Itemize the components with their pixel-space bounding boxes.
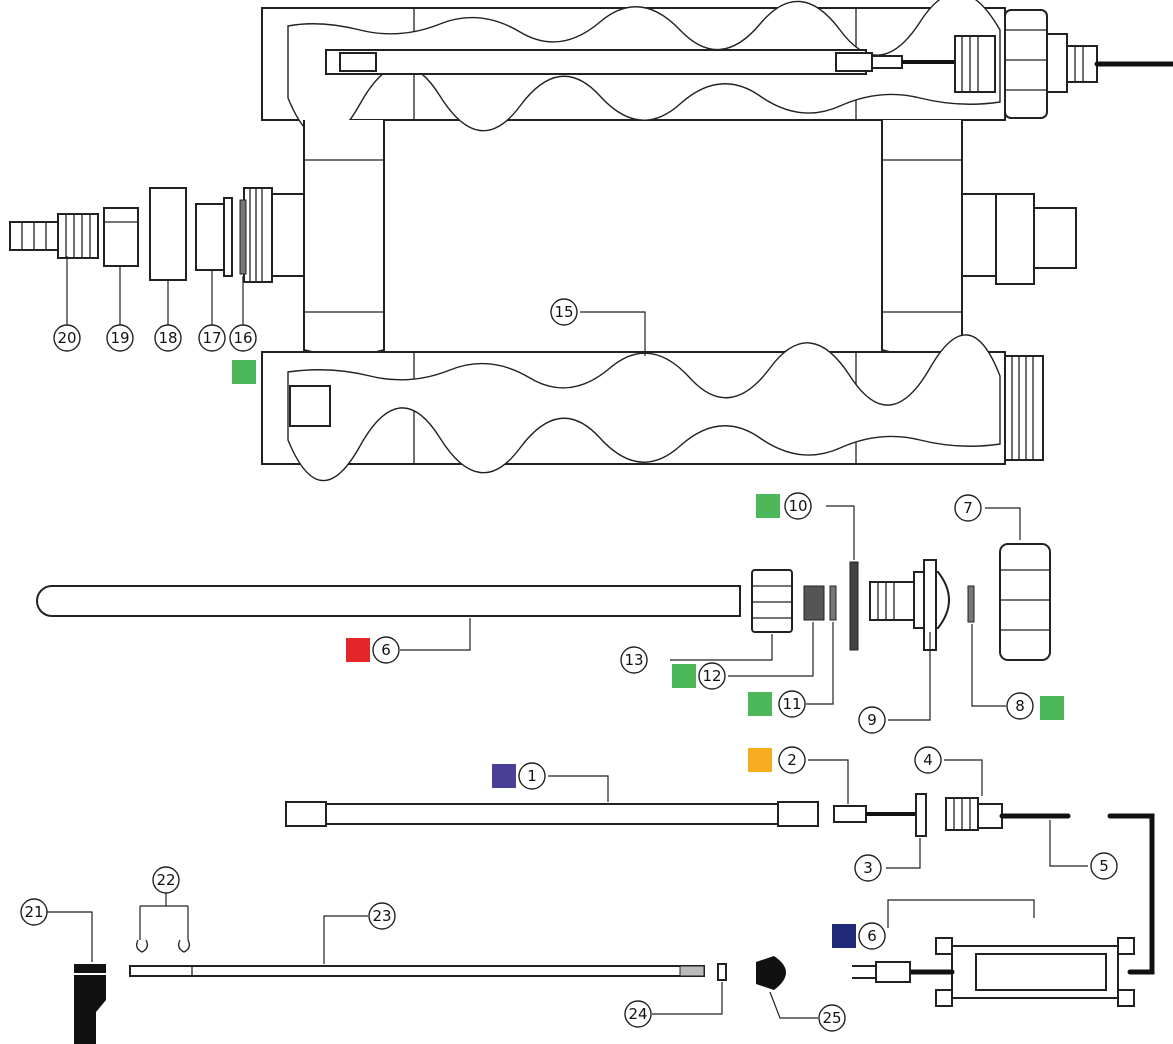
callout-c13: 13 xyxy=(620,646,648,674)
callout-c25: 25 xyxy=(818,1004,846,1032)
callout-c6b: 6 xyxy=(858,922,886,950)
lower-chamber xyxy=(261,334,1044,482)
callout-circle xyxy=(372,636,400,664)
callout-number: 16 xyxy=(233,329,252,347)
callout-number: 11 xyxy=(782,695,801,713)
navy-marker xyxy=(832,924,856,948)
callout-circle xyxy=(518,762,546,790)
callout-circle xyxy=(368,902,396,930)
callout-number: 22 xyxy=(156,871,175,889)
callout-circle xyxy=(698,662,726,690)
callout-number: 2 xyxy=(787,751,797,769)
callout-number: 7 xyxy=(963,499,973,517)
callout-c6a: 6 xyxy=(372,636,400,664)
callout-number: 21 xyxy=(24,903,43,921)
callout-number: 18 xyxy=(158,329,177,347)
callout-number: 10 xyxy=(788,497,807,515)
purple-marker xyxy=(492,764,516,788)
tools xyxy=(74,939,786,1044)
callout-c7: 7 xyxy=(954,494,982,522)
callout-number: 3 xyxy=(863,859,873,877)
green-marker xyxy=(1040,696,1064,720)
callout-circle xyxy=(778,746,806,774)
callout-number: 6 xyxy=(381,641,391,659)
quartz-sleeve xyxy=(36,585,741,617)
callout-c1: 1 xyxy=(518,762,546,790)
callout-number: 19 xyxy=(110,329,129,347)
callout-c23: 23 xyxy=(368,902,396,930)
callout-number: 4 xyxy=(923,751,933,769)
callout-circle xyxy=(106,324,134,352)
callout-c24: 24 xyxy=(624,1000,652,1028)
callout-c11: 11 xyxy=(778,690,806,718)
leader-lines xyxy=(34,256,1088,1019)
orange-marker xyxy=(748,748,772,772)
ballast xyxy=(852,937,1135,1007)
green-marker xyxy=(672,664,696,688)
callout-c5: 5 xyxy=(1090,852,1118,880)
callout-c22: 22 xyxy=(152,866,180,894)
callout-c2: 2 xyxy=(778,746,806,774)
callout-c19: 19 xyxy=(106,324,134,352)
callout-circle xyxy=(229,324,257,352)
callout-c18: 18 xyxy=(154,324,182,352)
callout-number: 12 xyxy=(702,667,721,685)
callout-circle xyxy=(954,494,982,522)
callout-c17: 17 xyxy=(198,324,226,352)
riser-left xyxy=(243,120,385,357)
callout-number: 8 xyxy=(1015,697,1025,715)
callout-c8: 8 xyxy=(1006,692,1034,720)
callout-circle xyxy=(858,922,886,950)
inlet-parts xyxy=(9,187,247,281)
callout-number: 25 xyxy=(822,1009,841,1027)
green-marker xyxy=(748,692,772,716)
uv-lamp-assembly xyxy=(285,793,1155,975)
callout-c15: 15 xyxy=(550,298,578,326)
callout-number: 20 xyxy=(57,329,76,347)
callout-circle xyxy=(198,324,226,352)
callout-c16: 16 xyxy=(229,324,257,352)
callout-c10: 10 xyxy=(784,492,812,520)
callout-number: 17 xyxy=(202,329,221,347)
callout-number: 5 xyxy=(1099,857,1109,875)
callout-number: 6 xyxy=(867,927,877,945)
callout-number: 9 xyxy=(867,711,877,729)
callout-circle xyxy=(550,298,578,326)
callout-number: 23 xyxy=(372,907,391,925)
riser-right xyxy=(881,120,1077,357)
callout-circle xyxy=(914,746,942,774)
seal-stack xyxy=(751,543,1051,661)
callout-c3: 3 xyxy=(854,854,882,882)
callout-c21: 21 xyxy=(20,898,48,926)
callout-c12: 12 xyxy=(698,662,726,690)
callout-number: 1 xyxy=(527,767,537,785)
callout-circle xyxy=(778,690,806,718)
callout-circle xyxy=(624,1000,652,1028)
green-marker xyxy=(756,494,780,518)
callout-circle xyxy=(20,898,48,926)
callout-circle xyxy=(784,492,812,520)
callout-circle xyxy=(154,324,182,352)
callout-c20: 20 xyxy=(53,324,81,352)
red-marker xyxy=(346,638,370,662)
callout-circle xyxy=(53,324,81,352)
callout-number: 15 xyxy=(554,303,573,321)
callout-c4: 4 xyxy=(914,746,942,774)
callout-number: 24 xyxy=(628,1005,647,1023)
upper-chamber xyxy=(261,0,1173,140)
callout-circle xyxy=(152,866,180,894)
callout-c9: 9 xyxy=(858,706,886,734)
callout-circle xyxy=(1006,692,1034,720)
callout-circle xyxy=(1090,852,1118,880)
callout-number: 13 xyxy=(624,651,643,669)
callout-circle xyxy=(620,646,648,674)
callout-circle xyxy=(818,1004,846,1032)
callout-circle xyxy=(858,706,886,734)
color-markers xyxy=(232,360,1064,948)
green-marker xyxy=(232,360,256,384)
callout-circle xyxy=(854,854,882,882)
